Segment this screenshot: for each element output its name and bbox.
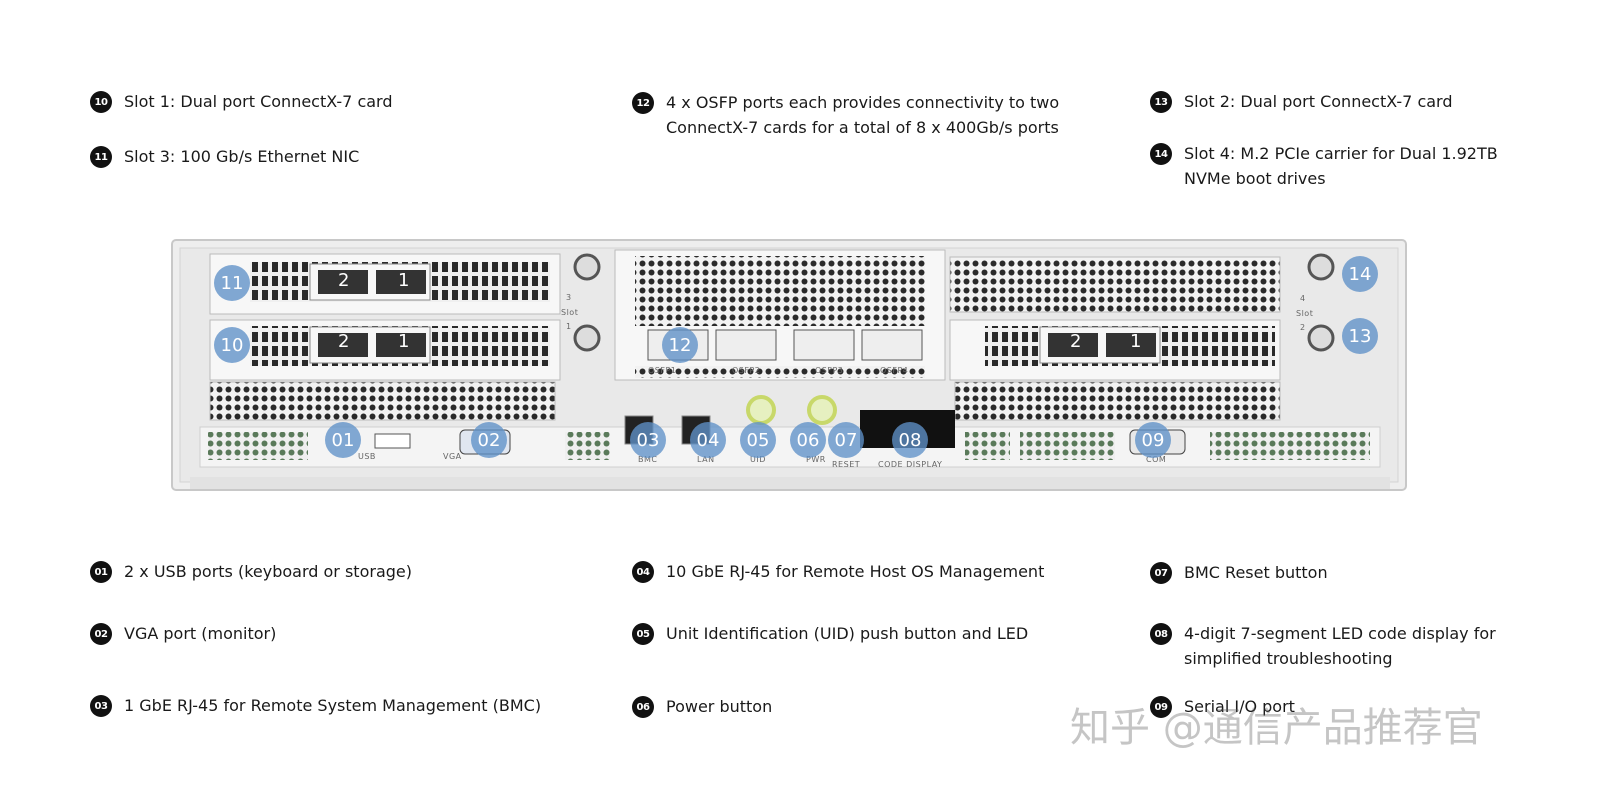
callout-07: 07 — [828, 422, 864, 458]
callout-02: 02 — [471, 422, 507, 458]
legend-number: 14 — [1150, 143, 1172, 165]
slot-label: Slot — [561, 308, 579, 317]
watermark: 知乎 @通信产品推荐官 — [1070, 705, 1483, 751]
nic-port-number: 2 — [338, 331, 350, 352]
callout-12: 12 — [662, 327, 698, 363]
legend-number: 13 — [1150, 91, 1172, 113]
nic-port-number: 2 — [338, 270, 350, 291]
pwr-label: PWR — [806, 455, 826, 464]
reset-label: RESET — [832, 460, 861, 469]
legend-item-12: 12 4 x OSFP ports each provides connecti… — [632, 90, 1059, 140]
legend-item-01: 01 2 x USB ports (keyboard or storage) — [90, 559, 412, 584]
nic-port-number: 1 — [398, 331, 410, 352]
callout-08: 08 — [892, 422, 928, 458]
nic-port-number: 2 — [1070, 331, 1082, 352]
callout-01: 01 — [325, 422, 361, 458]
legend-text: 10 GbE RJ-45 for Remote Host OS Manageme… — [666, 562, 1045, 581]
legend-number: 11 — [90, 146, 112, 168]
osfp-label: OSFP1 — [648, 366, 677, 375]
legend-text: VGA port (monitor) — [124, 624, 277, 643]
legend-text: 4-digit 7-segment LED code display for s… — [1184, 624, 1496, 668]
callout-06: 06 — [790, 422, 826, 458]
legend-text: 4 x OSFP ports each provides connectivit… — [666, 93, 1060, 137]
legend-text: Power button — [666, 697, 773, 716]
slot-label: Slot — [1296, 309, 1314, 318]
legend-item-03: 03 1 GbE RJ-45 for Remote System Managem… — [90, 693, 541, 718]
nic-port-number: 1 — [398, 270, 410, 291]
legend-text: Slot 1: Dual port ConnectX-7 card — [124, 92, 393, 111]
legend-text: BMC Reset button — [1184, 563, 1328, 582]
legend-item-07: 07 BMC Reset button — [1150, 560, 1328, 585]
uid-label: UID — [750, 455, 766, 464]
usb-label: USB — [358, 452, 376, 461]
legend-item-11: 11 Slot 3: 100 Gb/s Ethernet NIC — [90, 144, 359, 169]
legend-item-04: 04 10 GbE RJ-45 for Remote Host OS Manag… — [632, 559, 1044, 584]
com-label: COM — [1146, 455, 1167, 464]
legend-item-02: 02 VGA port (monitor) — [90, 621, 276, 646]
legend-text: Serial I/O port — [1184, 697, 1295, 716]
callout-04: 04 — [690, 422, 726, 458]
server-rear-panel — [171, 239, 1407, 491]
slot-number-label: 1 — [566, 322, 572, 331]
legend-text: 2 x USB ports (keyboard or storage) — [124, 562, 412, 581]
legend-item-09: 09 Serial I/O port — [1150, 694, 1295, 719]
legend-item-06: 06 Power button — [632, 694, 772, 719]
slot-number-label: 4 — [1300, 294, 1306, 303]
legend-number: 01 — [90, 561, 112, 583]
legend-text: Slot 3: 100 Gb/s Ethernet NIC — [124, 147, 360, 166]
callout-14: 14 — [1342, 256, 1378, 292]
legend-number: 04 — [632, 561, 654, 583]
legend-number: 09 — [1150, 696, 1172, 718]
legend-number: 06 — [632, 696, 654, 718]
legend-text: Slot 2: Dual port ConnectX-7 card — [1184, 92, 1453, 111]
legend-number: 07 — [1150, 562, 1172, 584]
vga-label: VGA — [443, 452, 462, 461]
legend-text: Unit Identification (UID) push button an… — [666, 624, 1029, 643]
callout-03: 03 — [630, 422, 666, 458]
legend-item-10: 10 Slot 1: Dual port ConnectX-7 card — [90, 89, 393, 114]
lan-label: LAN — [697, 455, 715, 464]
legend-text: 1 GbE RJ-45 for Remote System Management… — [124, 696, 542, 715]
callout-10: 10 — [214, 327, 250, 363]
osfp-label: OSFP2 — [732, 366, 761, 375]
callout-05: 05 — [740, 422, 776, 458]
slot-number-label: 2 — [1300, 323, 1306, 332]
legend-text: Slot 4: M.2 PCIe carrier for Dual 1.92TB… — [1184, 144, 1498, 188]
legend-number: 02 — [90, 623, 112, 645]
callout-13: 13 — [1342, 318, 1378, 354]
legend-number: 10 — [90, 91, 112, 113]
legend-number: 12 — [632, 92, 654, 114]
legend-number: 03 — [90, 695, 112, 717]
legend-item-13: 13 Slot 2: Dual port ConnectX-7 card — [1150, 89, 1453, 114]
legend-item-08: 08 4-digit 7-segment LED code display fo… — [1150, 621, 1496, 671]
legend-item-05: 05 Unit Identification (UID) push button… — [632, 621, 1028, 646]
callout-11: 11 — [214, 265, 250, 301]
callout-09: 09 — [1135, 422, 1171, 458]
osfp-label: OSFP3 — [815, 366, 844, 375]
nic-port-number: 1 — [1130, 331, 1142, 352]
bmc-label: BMC — [638, 455, 658, 464]
slot-number-label: 3 — [566, 293, 572, 302]
osfp-label: OSFP4 — [880, 366, 909, 375]
code-display-label: CODE DISPLAY — [878, 460, 943, 469]
legend-number: 05 — [632, 623, 654, 645]
legend-number: 08 — [1150, 623, 1172, 645]
legend-item-14: 14 Slot 4: M.2 PCIe carrier for Dual 1.9… — [1150, 141, 1498, 191]
